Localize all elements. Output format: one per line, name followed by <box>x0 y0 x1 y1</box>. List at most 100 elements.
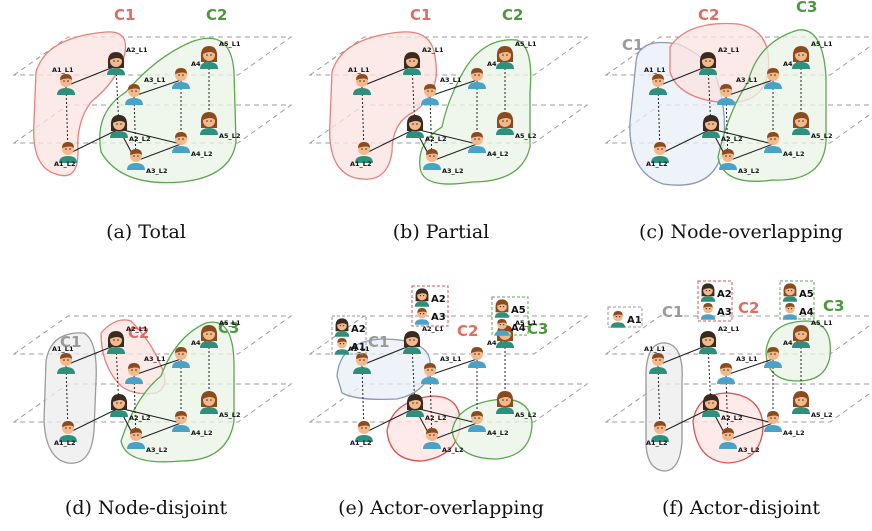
node-label: A5_L1 <box>219 40 241 48</box>
cluster-label: C1 <box>60 333 81 351</box>
actor-node-a3_l1 <box>717 363 735 384</box>
actor-node-a4_l1 <box>172 68 190 89</box>
actor-node-a2_l1 <box>699 52 717 75</box>
actor-node-a4_l2 <box>172 132 190 153</box>
node-label: A4_L2 <box>191 429 212 437</box>
actor-icon-a5 <box>782 283 798 302</box>
node-label: A3_L2 <box>442 167 463 175</box>
actor-node-a2_l1 <box>699 331 717 354</box>
node-label: A2_L1 <box>126 46 148 54</box>
actor-icon-a2 <box>334 318 350 337</box>
actor-node-a1_l2 <box>59 142 77 163</box>
actor-node-a1_l2 <box>651 142 669 163</box>
actor-label: A2 <box>431 294 446 305</box>
node-label: A5_L2 <box>515 411 536 419</box>
actor-node-a5_l2 <box>200 112 218 135</box>
actor-group-box <box>491 296 529 336</box>
actor-node-a5_l2 <box>496 112 514 135</box>
node-label: A3_L1 <box>736 355 758 363</box>
actor-node-a1_l1 <box>353 74 371 95</box>
node-label: A1_L1 <box>348 66 370 74</box>
actor-node-a3_l1 <box>125 363 143 384</box>
node-label: A2_L1 <box>126 325 148 333</box>
cluster-label: C3 <box>796 0 817 16</box>
cluster-c2-region <box>419 39 532 185</box>
node-label: A1_L2 <box>54 160 75 168</box>
node-label: A3_L2 <box>146 446 167 454</box>
node-label: A5_L2 <box>515 132 536 140</box>
node-label: A2_L2 <box>425 414 446 422</box>
actor-node-a1_l2 <box>59 421 77 442</box>
actor-label: A4 <box>511 323 526 334</box>
actor-node-a5_l1 <box>200 46 218 69</box>
actor-icon-a3 <box>414 308 430 325</box>
actor-node-a1_l1 <box>353 353 371 374</box>
cluster-label: C1 <box>368 333 389 351</box>
actor-node-a4_l1 <box>468 347 486 368</box>
cluster-label: C2 <box>457 322 478 340</box>
node-label: A4_L2 <box>487 429 508 437</box>
actor-label: A5 <box>511 305 526 316</box>
node-label: A1_L2 <box>54 439 75 447</box>
actor-icon-a4 <box>782 303 798 320</box>
actor-node-a3_l1 <box>421 363 439 384</box>
caption-f: (f) Actor-disjoint <box>661 497 821 519</box>
actor-node-a4_l2 <box>172 411 190 432</box>
actor-node-a5_l1 <box>792 325 810 348</box>
node-label: A3_L2 <box>738 446 759 454</box>
node-label: A4_L2 <box>191 150 212 158</box>
actor-node-a4_l1 <box>468 68 486 89</box>
actor-node-a5_l2 <box>200 391 218 414</box>
node-label: A5_L1 <box>515 40 537 48</box>
actor-label: A5 <box>799 289 814 300</box>
cluster-label: C1 <box>410 6 431 24</box>
caption-b: (b) Partial <box>392 221 490 243</box>
actor-node-a5_l2 <box>496 391 514 414</box>
actor-node-a2_l2 <box>406 115 424 138</box>
actor-group-box <box>779 280 815 320</box>
actor-label: A1 <box>627 315 642 326</box>
cluster-label: C2 <box>206 6 227 24</box>
node-label: A2_L1 <box>422 46 444 54</box>
node-label: A2_L2 <box>425 135 446 143</box>
actor-node-a3_l2 <box>719 428 737 449</box>
node-label: A5_L1 <box>219 319 241 327</box>
node-label: A1_L1 <box>348 345 370 353</box>
node-label: A2_L2 <box>721 414 742 422</box>
node-label: A3_L1 <box>144 355 166 363</box>
node-label: A2_L1 <box>422 325 444 333</box>
cluster-label: C2 <box>502 6 523 24</box>
actor-node-a1_l1 <box>57 353 75 374</box>
node-label: A1_L1 <box>644 345 666 353</box>
node-label: A1_L2 <box>350 439 371 447</box>
actor-node-a4_l1 <box>764 68 782 89</box>
actor-node-a2_l1 <box>403 52 421 75</box>
actor-label: A4 <box>799 307 814 318</box>
actor-group-box <box>331 315 367 355</box>
actor-icon-a1 <box>334 338 350 355</box>
cluster-label: C1 <box>662 303 683 321</box>
node-label: A1_L2 <box>646 439 667 447</box>
actor-icon-a5 <box>494 299 510 318</box>
node-label: A1_L1 <box>52 66 74 74</box>
cluster-label: C2 <box>128 324 149 342</box>
node-label: A3_L2 <box>146 167 167 175</box>
cluster-c2-region <box>99 37 237 184</box>
actor-node-a2_l2 <box>406 394 424 417</box>
actor-node-a2_l2 <box>110 394 128 417</box>
cluster-c1-region <box>33 31 127 177</box>
actor-node-a1_l1 <box>649 74 667 95</box>
caption-d: (d) Node-disjoint <box>64 497 228 519</box>
cluster-label: C3 <box>823 297 844 315</box>
actor-node-a3_l1 <box>717 84 735 105</box>
actor-icon-a2 <box>700 283 716 302</box>
cluster-label: C1 <box>114 6 135 24</box>
cluster-label: C2 <box>738 299 759 317</box>
actor-node-a2_l2 <box>702 115 720 138</box>
actor-node-a3_l2 <box>127 428 145 449</box>
node-label: A4_L2 <box>783 429 804 437</box>
cluster-c3-region <box>765 320 831 382</box>
